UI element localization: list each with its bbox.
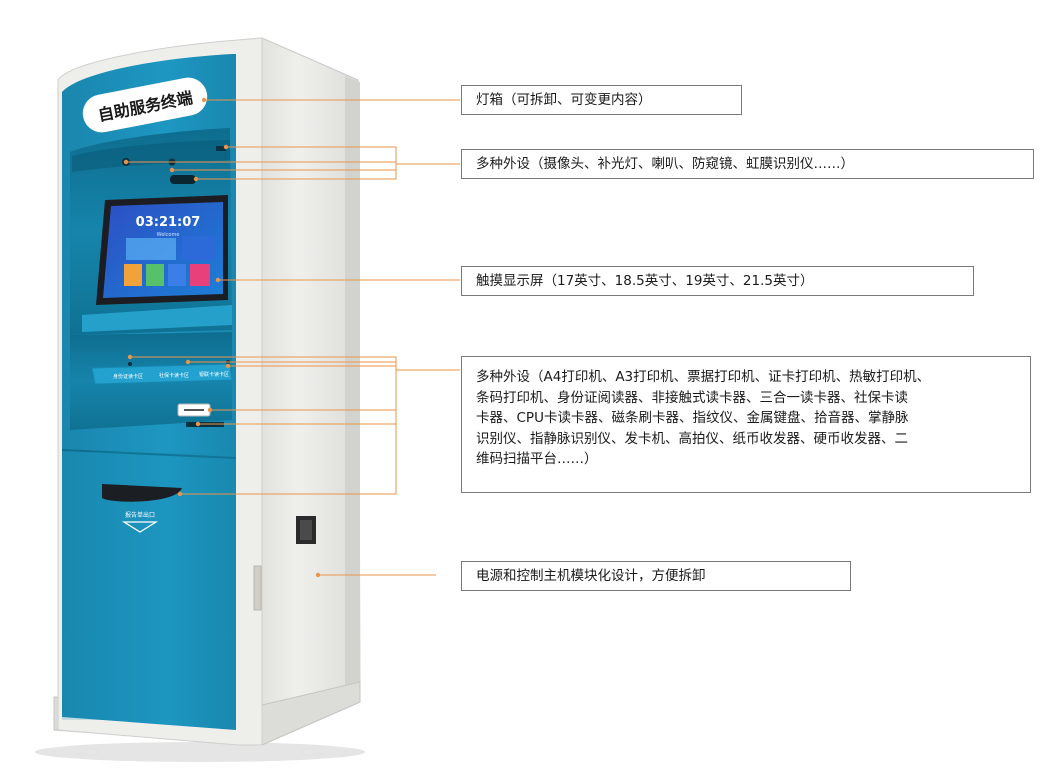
callout-lower-line-2: 条码打印机、身份证阅读器、非接触式读卡器、三合一读卡器、社保卡读 — [476, 389, 908, 406]
lower-cabinet-top-edge — [61, 449, 237, 459]
screen-greeting: Welcome — [157, 232, 180, 238]
leader-lines — [126, 99, 460, 576]
callout-power-module: 电源和控制主机模块化设计，方便拆卸 — [461, 561, 851, 591]
leader-top-4 — [196, 164, 397, 180]
leader-dots — [123, 97, 321, 578]
callout-touchscreen: 触摸显示屏（17英寸、18.5英寸、19英寸、21.5英寸） — [461, 266, 974, 296]
receipt-exit-label: 报告单出口 — [125, 511, 155, 519]
callout-lower-peripherals: 多种外设（A4打印机、A3打印机、票据打印机、证卡打印机、热敏打印机、 条码打印… — [461, 356, 1031, 493]
receipt-exit-slot[interactable] — [102, 484, 182, 502]
callout-lower-line-4: 识别仪、指静脉识别仪、发卡机、高拍仪、纸币收发器、硬币收发器、二 — [476, 430, 908, 447]
cabinet-side-back-edge — [345, 76, 360, 708]
leader-top-1 — [226, 146, 460, 165]
speaker-icon — [170, 175, 196, 184]
callout-lower-line-5: 维码扫描平台……） — [476, 451, 598, 467]
floor-shadow — [35, 742, 365, 762]
screen-tile-orange[interactable] — [124, 264, 142, 286]
leader-low-6 — [180, 357, 397, 495]
card-issue-slot-opening — [184, 409, 204, 411]
receipt-exit-arrow-icon — [121, 521, 159, 533]
screen-tile-main[interactable] — [126, 238, 176, 260]
callout-lower-line-1: 多种外设（A4打印机、A3打印机、票据打印机、证卡打印机、热敏打印机、 — [476, 369, 931, 385]
callout-lightbox: 灯箱（可拆卸、可变更内容） — [461, 85, 742, 115]
screen-tile-green[interactable] — [146, 264, 164, 286]
screen-tile-blue[interactable] — [168, 264, 186, 286]
screen-tile-top-right[interactable] — [182, 236, 216, 260]
screen-shelf — [82, 305, 232, 332]
iris-sensor-icon — [216, 146, 226, 151]
slot-label-3: 银联卡读卡区 — [199, 371, 229, 378]
side-lock-inner — [300, 520, 312, 540]
upper-hood — [72, 140, 230, 172]
card-reader-icon — [128, 362, 132, 366]
card-reader-shelf — [91, 363, 233, 385]
touchscreen[interactable]: 03:21:07 Welcome — [103, 202, 223, 298]
side-vent — [253, 565, 262, 611]
slot-label-1: 身份证读卡区 — [113, 373, 143, 380]
screen-clock: 03:21:07 — [136, 215, 201, 230]
callout-top-peripherals: 多种外设（摄像头、补光灯、喇叭、防窥镜、虹膜识别仪……） — [461, 149, 1034, 179]
screen-tile-pink[interactable] — [190, 264, 210, 286]
slot-label-2: 社保卡读卡区 — [159, 372, 189, 379]
callout-lower-line-3: 卡器、CPU卡读卡器、磁条刷卡器、指纹仪、金属键盘、拾音器、掌静脉 — [476, 410, 909, 426]
